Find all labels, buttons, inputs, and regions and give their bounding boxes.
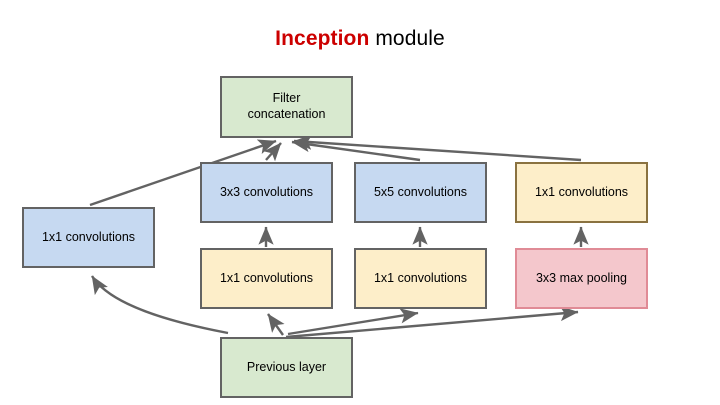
node-label: 5x5 convolutions xyxy=(373,184,468,199)
node-label: Previous layer xyxy=(246,359,327,374)
node-label: 1x1 convolutions xyxy=(219,270,314,285)
node-conv-5x5[interactable]: 5x5 convolutions xyxy=(354,162,487,223)
page-title: Inception module xyxy=(0,27,720,51)
edge-conv1x1left-to-concat xyxy=(89,139,277,207)
node-label: 3x3 convolutions xyxy=(219,184,314,199)
node-label-line-2: concatenation xyxy=(247,107,326,121)
node-conv-1x1-mid-right[interactable]: 1x1 convolutions xyxy=(354,248,487,309)
node-label: 1x1 convolutions xyxy=(41,229,136,244)
edge-prev-to-midright xyxy=(287,308,419,336)
node-conv-3x3[interactable]: 3x3 convolutions xyxy=(200,162,333,223)
node-conv-1x1-mid-left[interactable]: 1x1 convolutions xyxy=(200,248,333,309)
edge-prev-to-midleft xyxy=(267,313,285,336)
node-label-line-1: Filter xyxy=(272,91,301,106)
title-rest-word: module xyxy=(369,27,445,50)
edge-prev-to-conv1x1left xyxy=(90,275,229,335)
edge-conv1x1topright-to-concat xyxy=(293,134,582,162)
node-label: 1x1 convolutions xyxy=(373,270,468,285)
edge-prev-to-maxpool xyxy=(285,305,579,339)
node-maxpool-3x3[interactable]: 3x3 max pooling xyxy=(515,248,648,309)
node-conv-1x1-left[interactable]: 1x1 convolutions xyxy=(22,207,155,268)
edge-conv3x3-to-concat xyxy=(263,142,282,162)
node-previous-layer[interactable]: Previous layer xyxy=(220,337,353,398)
edge-conv5x5-to-concat xyxy=(291,136,421,162)
node-conv-1x1-top-right[interactable]: 1x1 convolutions xyxy=(515,162,648,223)
title-accent-word: Inception xyxy=(275,27,370,50)
node-label: 3x3 max pooling xyxy=(535,270,628,285)
node-label: 1x1 convolutions xyxy=(534,184,629,199)
